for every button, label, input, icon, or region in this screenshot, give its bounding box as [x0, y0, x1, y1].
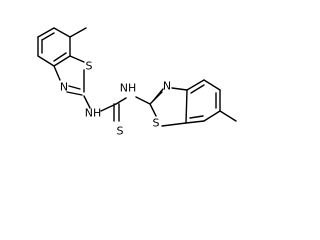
- right-NH-label: NH: [120, 82, 137, 95]
- thione-sulfur-label: S: [117, 125, 124, 138]
- right-ring-nitrogen-label: N: [163, 80, 171, 93]
- right-ring-sulfur-label: S: [153, 117, 160, 130]
- left-methyl-bond: [69, 27, 87, 38]
- left-ring-nitrogen-label: N: [60, 81, 68, 94]
- molecule-canvas: S N NH NH S N S: [37, 27, 237, 138]
- left-thiazole-ring: [53, 55, 85, 96]
- right-benzene-ring: [185, 79, 221, 124]
- right-thiazole-ring: [149, 87, 188, 127]
- left-ring-sulfur-label: S: [86, 60, 93, 73]
- right-methyl-bond: [219, 110, 237, 122]
- NH-to-right-C2-bond: [135, 96, 151, 105]
- left-NH-label: NH: [85, 107, 102, 120]
- structure-drawing: S N NH NH S N S: [37, 27, 237, 138]
- thiocarbonyl-to-NH-bond: [115, 97, 127, 105]
- left-C2-to-NH-bond: [83, 95, 91, 109]
- left-benzene-ring: [37, 27, 71, 67]
